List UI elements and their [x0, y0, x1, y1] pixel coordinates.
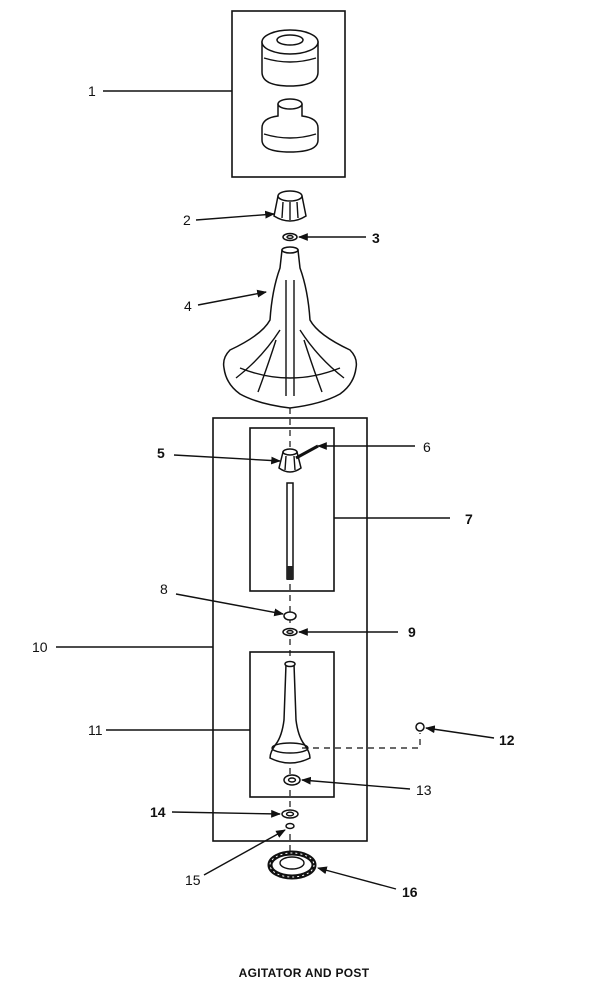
- callout-13: 13: [416, 782, 432, 798]
- leader-13: [301, 776, 411, 790]
- part-1-frame: [231, 10, 346, 178]
- callout-2: 2: [183, 212, 191, 228]
- part-2-agitator-cap: [273, 190, 307, 222]
- part-8-seal: [283, 611, 297, 621]
- callout-9: 9: [408, 624, 416, 640]
- part-13-washer: [283, 774, 301, 786]
- part-7-post: [286, 482, 294, 580]
- leader-4: [197, 289, 267, 306]
- callout-11: 11: [88, 722, 103, 738]
- part-5-nut: [278, 448, 302, 473]
- callout-1: 1: [88, 83, 96, 99]
- callout-10: 10: [32, 639, 48, 655]
- part-3-washer: [282, 232, 298, 242]
- callout-4: 4: [184, 298, 192, 314]
- callout-14: 14: [150, 804, 166, 820]
- part-14-washer: [281, 809, 299, 819]
- part-12-screw: [415, 722, 425, 732]
- part-4-agitator: [222, 246, 358, 409]
- callout-16: 16: [402, 884, 418, 900]
- callout-15: 15: [185, 872, 201, 888]
- diagram-caption: AGITATOR AND POST: [238, 966, 370, 980]
- callout-8: 8: [160, 581, 168, 597]
- leader-12: [425, 725, 495, 739]
- leader-5: [173, 454, 281, 465]
- callout-3: 3: [372, 230, 380, 246]
- leader-2: [195, 210, 275, 221]
- callout-5: 5: [157, 445, 165, 461]
- part-11-drive-post: [269, 660, 311, 764]
- part-1-cap-kit: [231, 10, 346, 178]
- leader-14: [171, 809, 281, 818]
- part-11-frame: [249, 651, 335, 798]
- callout-7: 7: [465, 511, 473, 527]
- leader-15: [203, 829, 286, 876]
- part-7-frame: [249, 427, 335, 592]
- part-6-pin: [295, 444, 319, 460]
- axis-to-12: [302, 733, 421, 749]
- leader-16: [317, 866, 397, 890]
- callout-12: 12: [499, 732, 515, 748]
- part-16-seal-ring: [267, 850, 317, 880]
- part-9-washer: [282, 627, 298, 637]
- callout-6: 6: [423, 439, 431, 455]
- leader-8: [175, 593, 284, 617]
- part-10-frame: [212, 417, 368, 842]
- part-15-nut: [285, 822, 295, 830]
